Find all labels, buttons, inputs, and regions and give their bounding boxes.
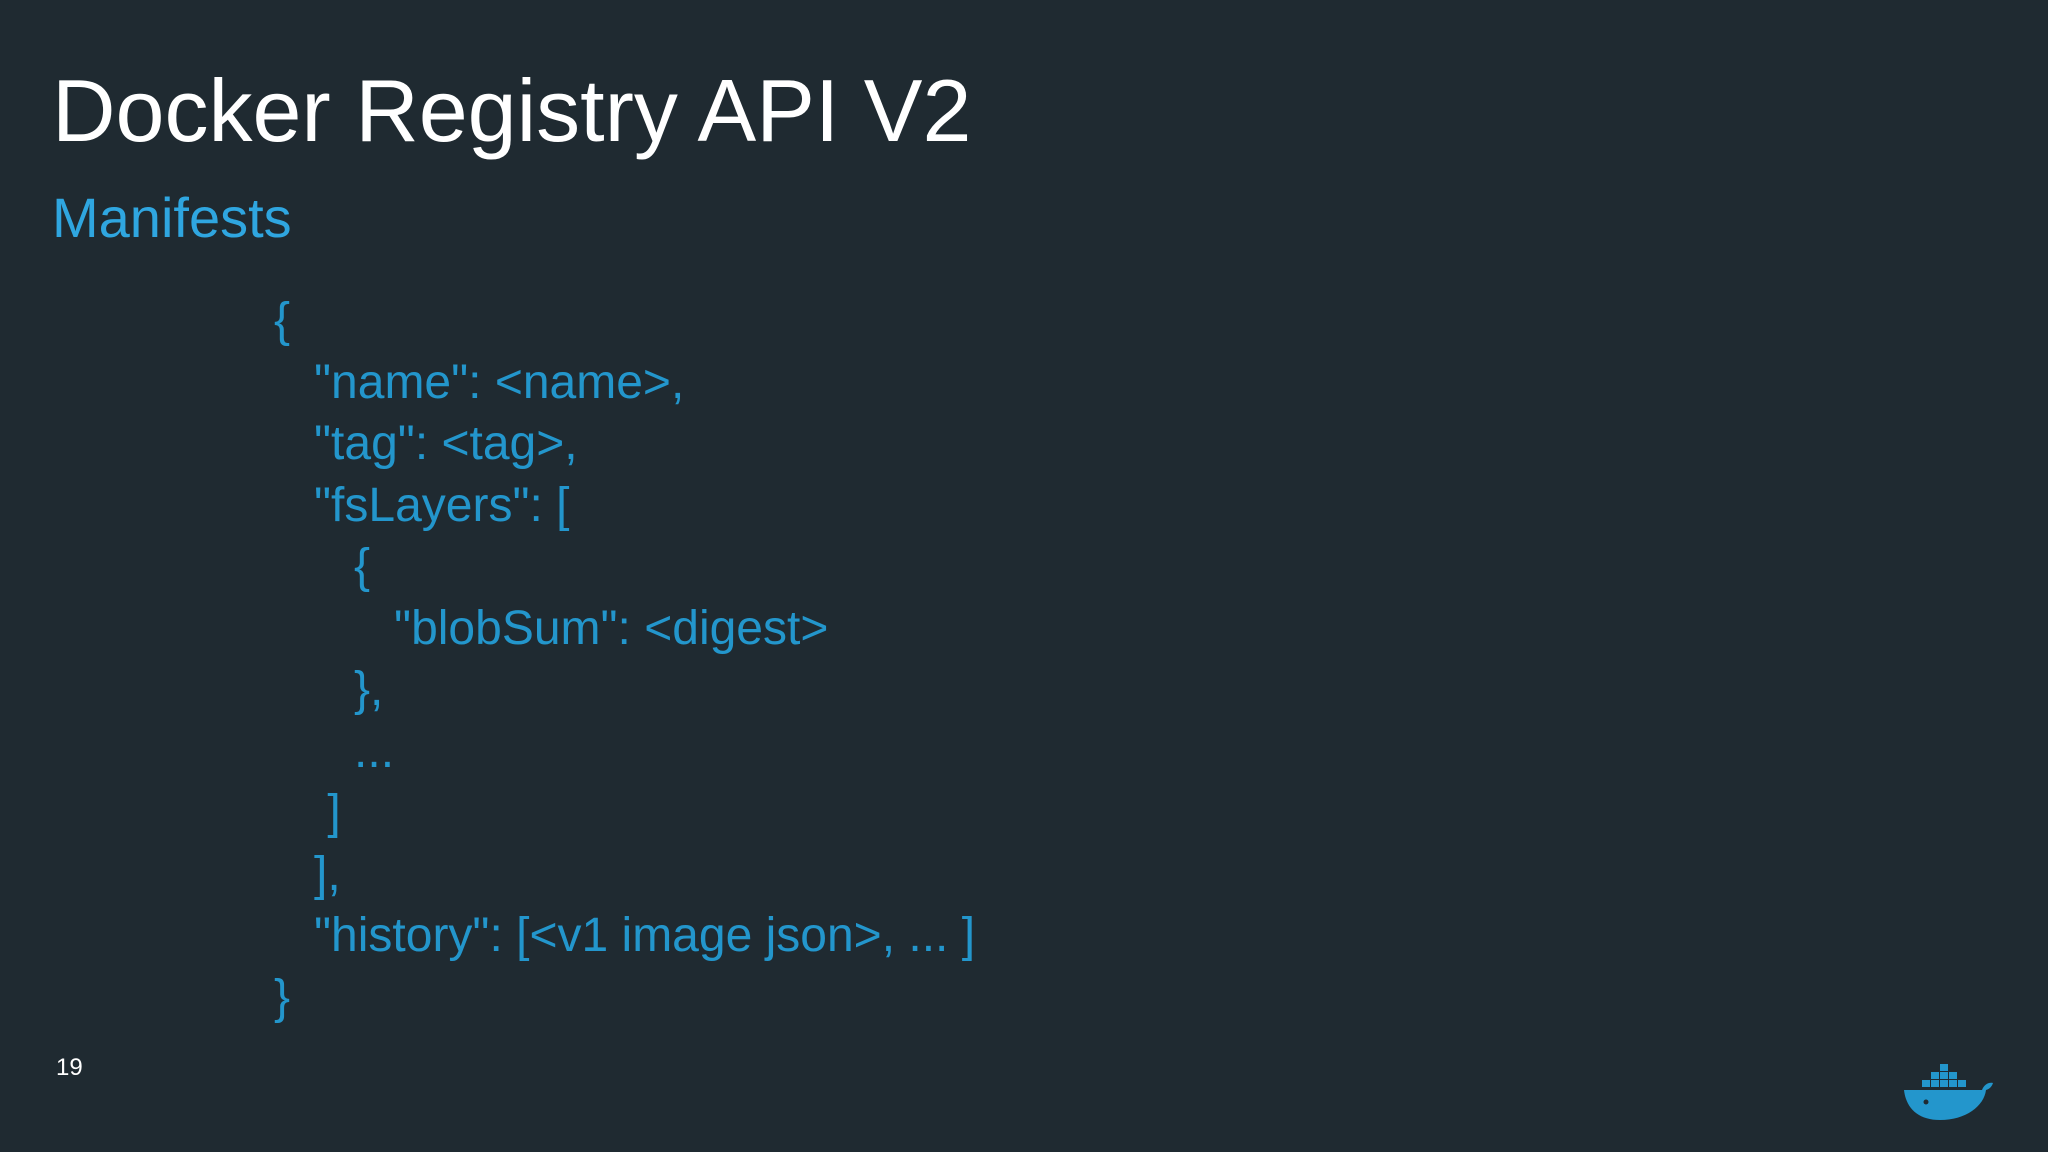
code-line: ... <box>274 724 395 778</box>
code-line: } <box>274 970 291 1024</box>
code-line: "tag": <tag>, <box>274 417 578 470</box>
slide-title: Docker Registry API V2 <box>52 61 972 160</box>
code-line: }, <box>274 663 384 716</box>
code-line: ], <box>274 847 341 901</box>
code-line: "name": <name>, <box>274 355 685 409</box>
code-line: { <box>274 540 371 593</box>
code-line: "history": [<v1 image json>, ... ] <box>274 909 976 962</box>
code-line: { <box>274 294 291 347</box>
slide-subtitle: Manifests <box>52 186 292 249</box>
code-line: ] <box>274 786 341 839</box>
manifest-code-block: { "name": <name>, "tag": <tag>, "fsLayer… <box>274 290 975 1028</box>
code-line: "fsLayers": [ <box>274 478 570 532</box>
page-number: 19 <box>56 1054 83 1081</box>
code-line: "blobSum": <digest> <box>274 601 829 655</box>
docker-whale-icon <box>1904 1064 1993 1120</box>
